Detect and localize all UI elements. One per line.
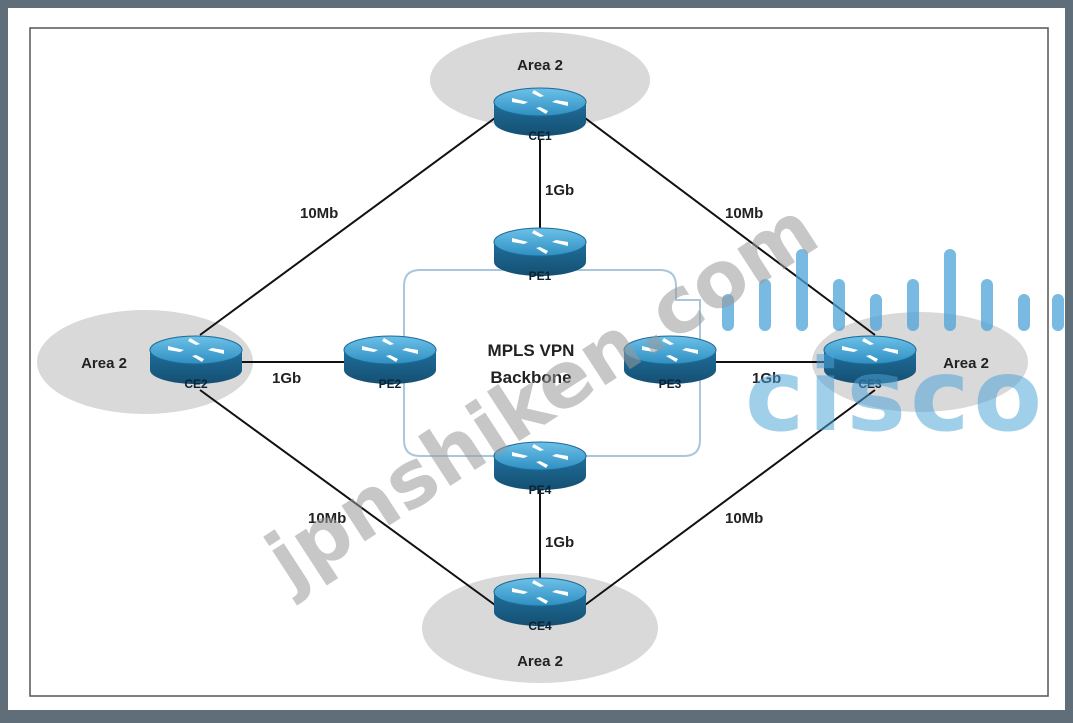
- router-label-ce4: CE4: [528, 619, 552, 633]
- area-ellipse-ce4: [422, 573, 658, 683]
- router-label-pe1: PE1: [529, 269, 552, 283]
- router-pe4: PE4: [493, 441, 587, 497]
- router-pe3: PE3: [623, 335, 717, 391]
- cisco-bars-icon: [722, 249, 1064, 331]
- link-ce1-ce3: [584, 117, 876, 336]
- link-label-ce1-ce3: 10Mb: [725, 205, 763, 222]
- area-label-ce1: Area 2: [517, 57, 563, 74]
- link-label-ce2-pe2: 1Gb: [272, 370, 301, 387]
- area-label-ce3: Area 2: [943, 355, 989, 372]
- router-ce1: CE1: [493, 87, 587, 143]
- router-pe2: PE2: [343, 335, 437, 391]
- area-label-ce2: Area 2: [81, 355, 127, 372]
- router-label-ce2: CE2: [184, 377, 208, 391]
- router-ce2: CE2: [149, 335, 243, 391]
- mpls-backbone-outline: [403, 269, 701, 457]
- router-label-pe2: PE2: [379, 377, 402, 391]
- link-label-ce1-ce2: 10Mb: [300, 205, 338, 222]
- cisco-logo-text: cisco: [745, 337, 1046, 454]
- link-label-pe4-ce4: 1Gb: [545, 534, 574, 551]
- mpls-subtitle: Backbone: [490, 368, 571, 387]
- router-label-pe4: PE4: [529, 483, 552, 497]
- mpls-title: MPLS VPN: [488, 341, 575, 360]
- router-label-ce1: CE1: [528, 129, 552, 143]
- links: [199, 117, 876, 606]
- router-ce3: CE3: [823, 335, 917, 391]
- link-label-ce1-pe1: 1Gb: [545, 182, 574, 199]
- link-ce1-ce2: [199, 117, 496, 336]
- cisco-logo: cisco: [722, 249, 1064, 454]
- diagram-border: [29, 27, 1049, 697]
- link-ce4-ce3: [584, 389, 876, 606]
- router-label-pe3: PE3: [659, 377, 682, 391]
- router-label-ce3: CE3: [858, 377, 882, 391]
- link-label-pe3-ce3: 1Gb: [752, 370, 781, 387]
- area-label-ce4: Area 2: [517, 653, 563, 670]
- link-label-ce4-ce3: 10Mb: [725, 510, 763, 527]
- router-ce4: CE4: [493, 577, 587, 633]
- area-ellipse-ce1: [430, 32, 650, 128]
- link-label-ce2-ce4: 10Mb: [308, 510, 346, 527]
- router-pe1: PE1: [493, 227, 587, 283]
- link-ce2-ce4: [199, 389, 496, 606]
